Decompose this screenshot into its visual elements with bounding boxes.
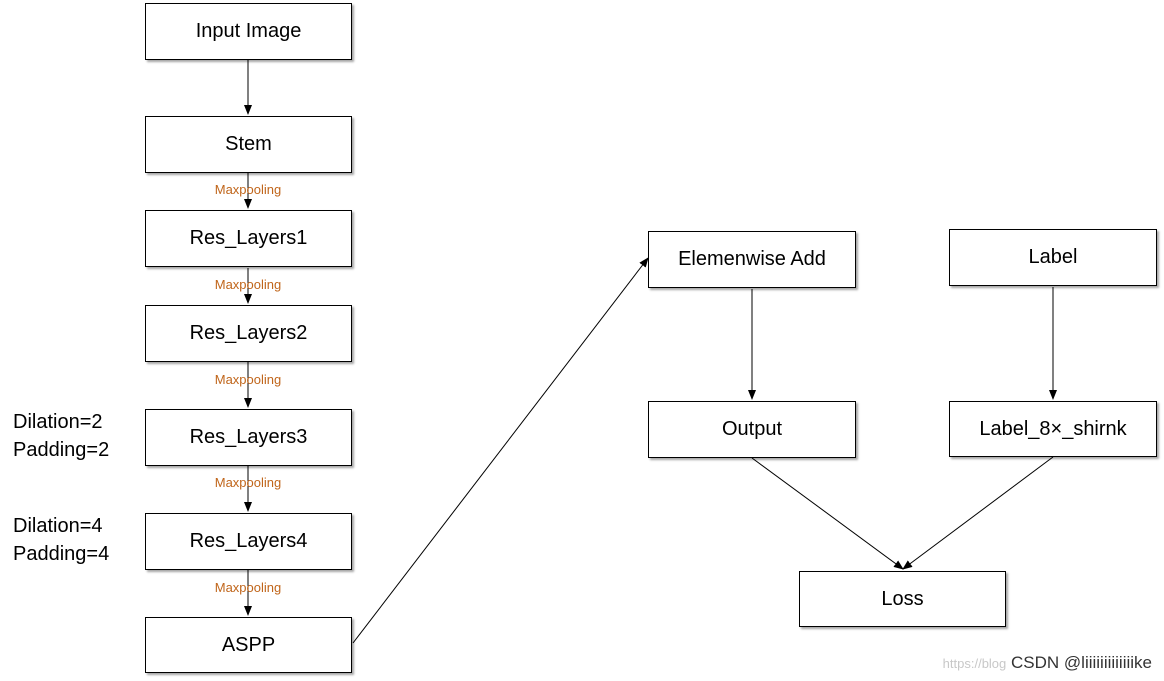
node-aspp: ASPP (145, 617, 352, 673)
node-label: Label (949, 229, 1157, 286)
node-label-shrink: Label_8×_shirnk (949, 401, 1157, 457)
node-input-image: Input Image (145, 3, 352, 60)
node-loss: Loss (799, 571, 1006, 627)
edge-shrink-to-loss (902, 456, 1054, 570)
watermark-text: CSDN @liiiiiiiiiiiiike (1011, 653, 1152, 672)
node-output: Output (648, 401, 856, 458)
node-stem: Stem (145, 116, 352, 173)
watermark: https://blog CSDN @liiiiiiiiiiiiike (943, 653, 1152, 673)
edge-label-maxpooling-5: Maxpooling (214, 580, 282, 595)
edge-aspp-to-add (352, 257, 649, 644)
annotation-res3-padding: Padding=2 (13, 439, 110, 461)
annotation-res3: Dilation=2 Padding=2 (13, 408, 109, 464)
edge-label-maxpooling-4: Maxpooling (214, 475, 282, 490)
edge-label-maxpooling-3: Maxpooling (214, 372, 282, 387)
annotation-res4-dilation: Dilation=4 (13, 515, 103, 537)
edge-label-maxpooling-1: Maxpooling (214, 182, 282, 197)
annotation-res4: Dilation=4 Padding=4 (13, 512, 109, 568)
node-elemenwise-add: Elemenwise Add (648, 231, 856, 288)
node-res-layers4: Res_Layers4 (145, 513, 352, 570)
watermark-url: https://blog (942, 656, 1007, 671)
node-res-layers1: Res_Layers1 (145, 210, 352, 267)
node-res-layers2: Res_Layers2 (145, 305, 352, 362)
node-res-layers3: Res_Layers3 (145, 409, 352, 466)
annotation-res4-padding: Padding=4 (13, 543, 110, 565)
edge-label-maxpooling-2: Maxpooling (214, 277, 282, 292)
edge-output-to-loss (751, 457, 904, 570)
annotation-res3-dilation: Dilation=2 (13, 411, 103, 433)
